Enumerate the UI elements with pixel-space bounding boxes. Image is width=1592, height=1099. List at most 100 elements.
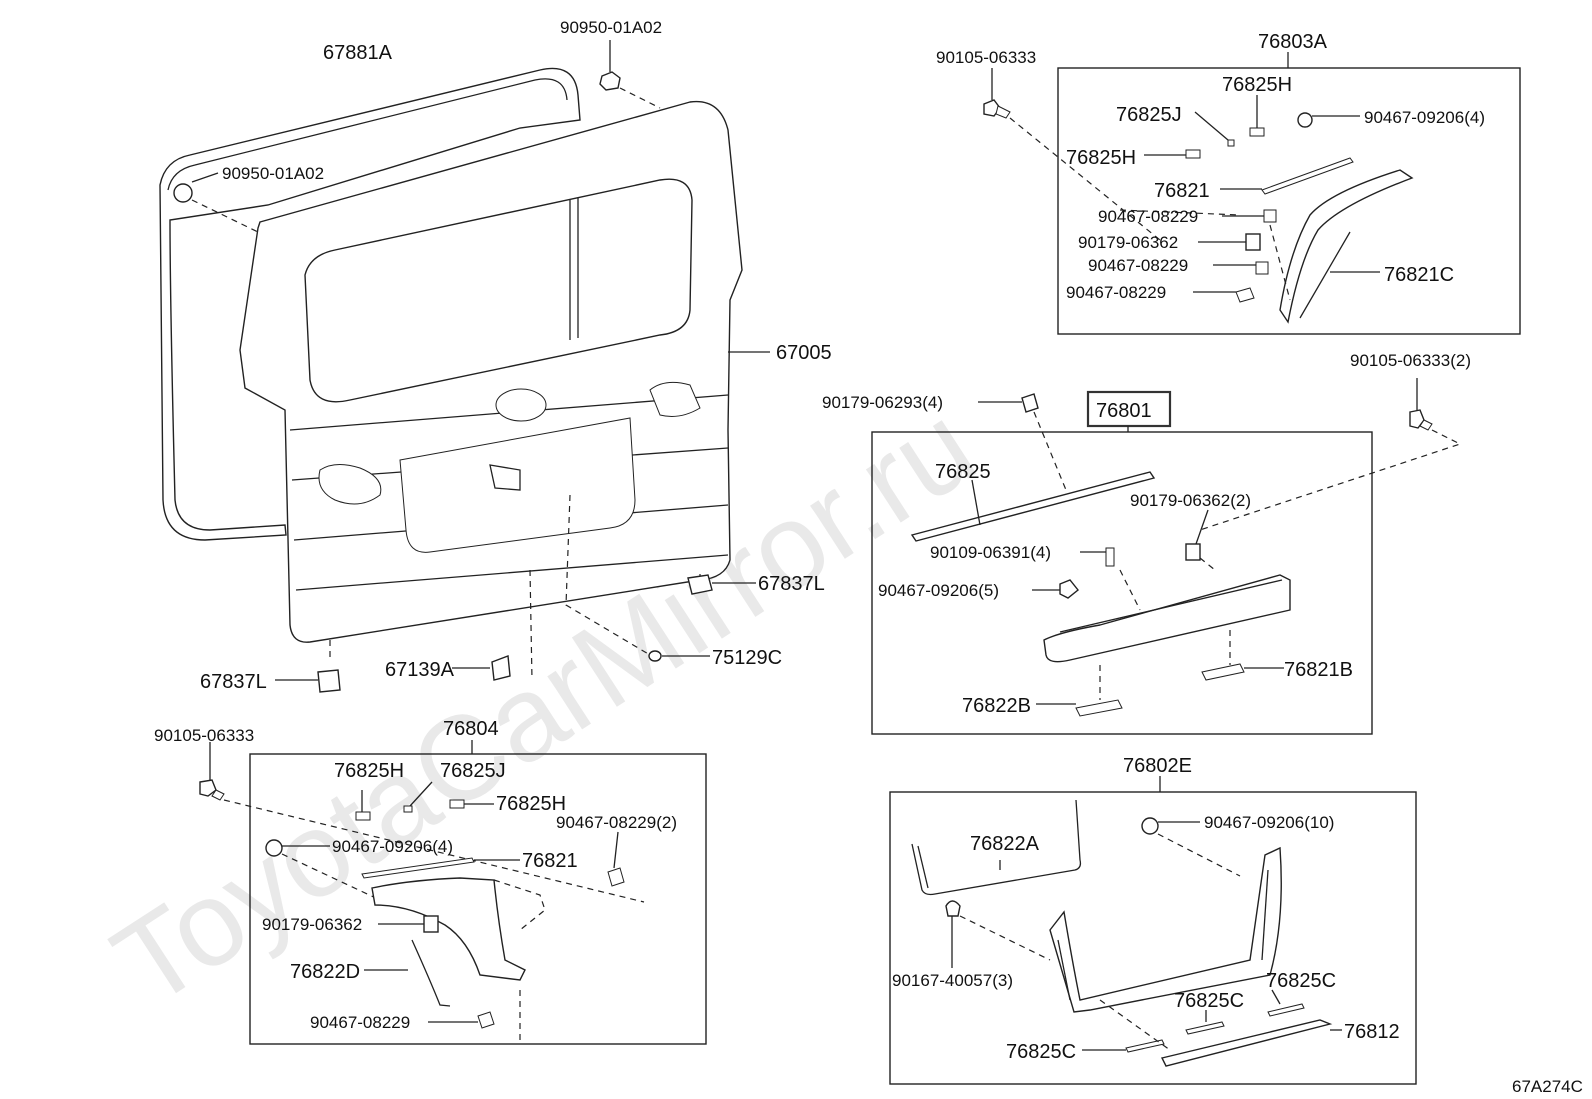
clip-90467-09206-tr: [1297, 112, 1360, 128]
garnish-76821C: [1279, 169, 1414, 324]
grommet-90950-01A02-top: [599, 40, 661, 109]
label-76825H-c: 76825H: [334, 760, 404, 782]
tape-76825J-b: [403, 805, 413, 813]
nut-90179-06362-b: [378, 915, 439, 933]
label-90179-06362-a: 90179-06362: [1078, 233, 1178, 252]
tape-76822B: [1036, 699, 1123, 717]
clip-90467-08229-2: [607, 831, 625, 887]
label-76822B: 76822B: [962, 695, 1031, 717]
label-90950-01A02-top: 90950-01A02: [560, 18, 662, 37]
clip-90179-06293: [978, 393, 1067, 491]
weatherstrip-67881A: [159, 67, 581, 541]
stopper-67837L-left: [275, 669, 341, 693]
label-90467-09206-10: 90467-09206(10): [1204, 813, 1334, 832]
grommet-90950-01A02-left: [173, 172, 259, 233]
label-76825H-a: 76825H: [1222, 74, 1292, 96]
clip-90467-09206-4-b: [265, 839, 381, 901]
strip-76821-b: [361, 857, 520, 879]
label-75129C: 75129C: [712, 647, 782, 669]
label-90467-09206-4-a: 90467-09206(4): [1364, 108, 1485, 127]
label-67139A: 67139A: [385, 659, 455, 681]
label-76822D: 76822D: [290, 961, 360, 983]
label-76825J-b: 76825J: [440, 760, 506, 782]
label-box-76801: [1086, 390, 1172, 428]
label-76802E: 76802E: [1123, 755, 1192, 777]
seal-76822A: [911, 799, 1082, 896]
label-90467-08229-c: 90467-08229: [1066, 283, 1166, 302]
back-door-67005: [239, 100, 743, 643]
seal-76822D: [364, 939, 451, 1007]
tape-76821B: [1201, 663, 1284, 681]
label-76825H-d: 76825H: [496, 793, 566, 815]
label-76804: 76804: [443, 718, 499, 740]
garnish-76801: [1043, 574, 1291, 663]
label-90179-06293-4: 90179-06293(4): [822, 393, 943, 412]
label-90467-09206-4-b: 90467-09206(4): [332, 837, 453, 856]
label-90467-08229-a: 90467-08229: [1098, 207, 1198, 226]
nut-90179-06362-2: [1185, 509, 1216, 571]
pad-67139A: [452, 655, 511, 681]
garnish-76802E: [1049, 846, 1282, 1013]
label-76825C-c: 76825C: [1006, 1041, 1076, 1063]
label-76821C: 76821C: [1384, 264, 1454, 286]
plug-75129C: [648, 650, 710, 662]
molding-76825: [910, 471, 1156, 542]
label-76821-a: 76821: [1154, 180, 1210, 202]
tape-76825H-b: [1185, 149, 1201, 159]
leader-dash: [565, 494, 651, 656]
clip-90467-08229-b: [1255, 261, 1269, 275]
bolt-90105-06333-bl: [199, 742, 645, 903]
label-90105-06333-2: 90105-06333(2): [1350, 351, 1471, 370]
label-90167-40057-3: 90167-40057(3): [892, 971, 1013, 990]
label-67881A: 67881A: [323, 42, 393, 64]
label-90467-08229-2: 90467-08229(2): [556, 813, 677, 832]
label-76825J-a: 76825J: [1116, 104, 1182, 126]
label-76825H-b: 76825H: [1066, 147, 1136, 169]
label-90179-06362-2: 90179-06362(2): [1130, 491, 1251, 510]
assembly-box-76801: [871, 431, 1373, 735]
clip-90467-09206-5: [1032, 579, 1079, 599]
label-76803A: 76803A: [1258, 31, 1328, 53]
strip-76821-a: [1220, 157, 1354, 195]
screw-90109-06391: [1080, 547, 1141, 611]
clip-90167-40057: [945, 900, 1051, 968]
tapes-76825C: [1082, 989, 1305, 1053]
label-90179-06362-b: 90179-06362: [262, 915, 362, 934]
label-76812: 76812: [1344, 1021, 1400, 1043]
label-76825C-a: 76825C: [1266, 970, 1336, 992]
nut-90179-06362-a: [1245, 233, 1261, 251]
clip-90467-08229-a: [1263, 209, 1277, 223]
clip-90467-08229-c: [1235, 287, 1255, 303]
label-90950-01A02-left: 90950-01A02: [222, 164, 324, 183]
assembly-box-76804: [249, 753, 707, 1045]
label-90105-06333-bl: 90105-06333: [154, 726, 254, 745]
tape-76825H-d: [449, 799, 465, 809]
label-90467-08229-b: 90467-08229: [1088, 256, 1188, 275]
clip-90467-09206-10: [1141, 817, 1241, 877]
assembly-box-76802E: [889, 791, 1417, 1085]
label-76821-b: 76821: [522, 850, 578, 872]
figure-code: 67A274C: [1512, 1077, 1583, 1096]
molding-76812: [1160, 1019, 1342, 1067]
label-67005: 67005: [776, 342, 832, 364]
assembly-box-76803A: [1057, 67, 1521, 335]
bolt-90105-06333-2: [1199, 378, 1462, 531]
label-76801: 76801: [1096, 400, 1152, 422]
label-76821B: 76821B: [1284, 659, 1353, 681]
tape-76825H-a: [1249, 127, 1265, 137]
label-76825: 76825: [935, 461, 991, 483]
label-90105-06333-tr: 90105-06333: [936, 48, 1036, 67]
tape-76825J-a: [1227, 139, 1235, 147]
bolt-90105-06333-tr: [983, 68, 1161, 241]
label-76822A: 76822A: [970, 833, 1040, 855]
label-76825C-b: 76825C: [1174, 990, 1244, 1012]
leader-dash: [529, 569, 533, 681]
label-67837L-left: 67837L: [200, 671, 267, 693]
label-90109-06391-4: 90109-06391(4): [930, 543, 1051, 562]
tape-76825H-c: [355, 811, 371, 821]
garnish-76804: [371, 877, 546, 981]
clip-90467-08229-d: [428, 990, 521, 1040]
stopper-67837L-right: [687, 574, 756, 595]
label-67837L-right: 67837L: [758, 573, 825, 595]
